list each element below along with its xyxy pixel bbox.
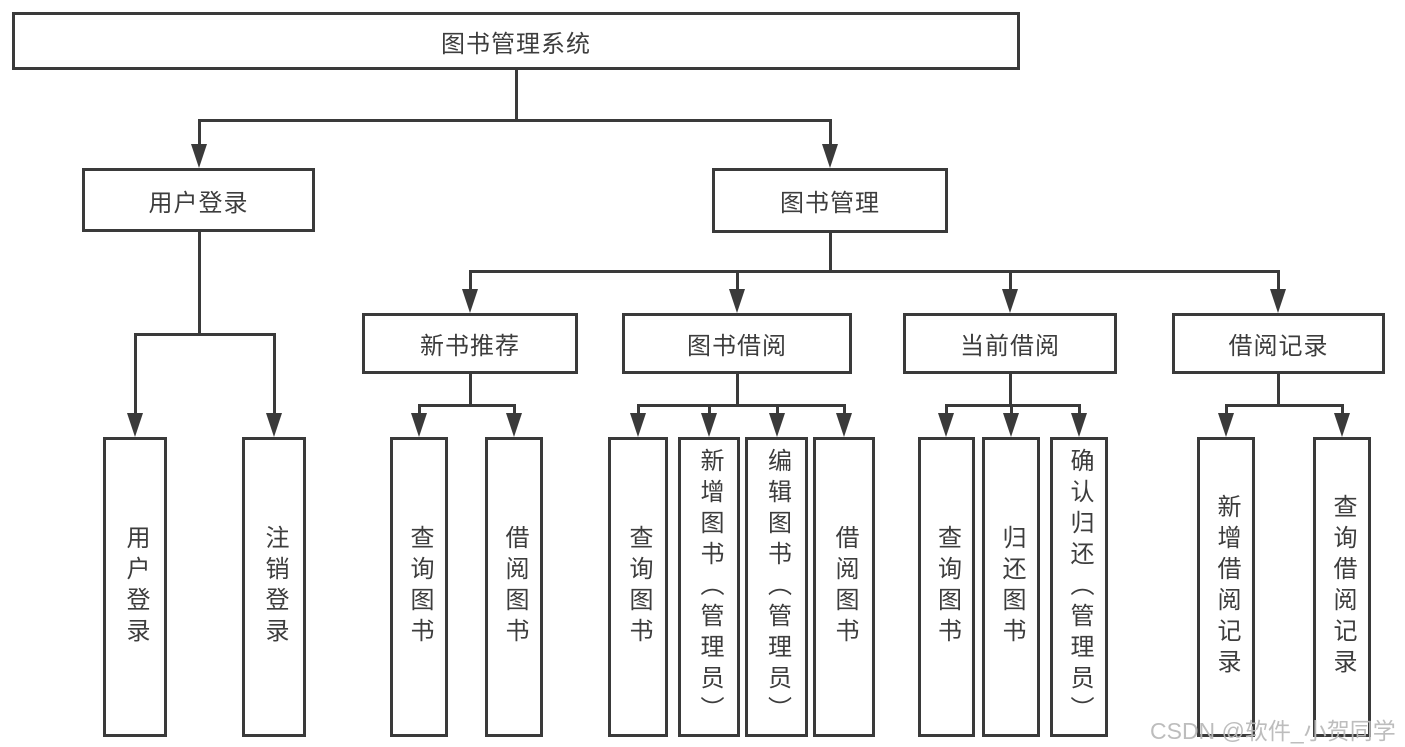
connector-book-borrow-bus bbox=[637, 404, 845, 407]
arrowhead-add-book bbox=[701, 413, 717, 437]
node-current-borrow: 当前借阅 bbox=[903, 313, 1117, 374]
node-user-login: 用户登录 bbox=[82, 168, 315, 232]
leaf-query-borrow-record: 查询借阅记录 bbox=[1313, 437, 1371, 737]
leaf-query-book-2: 查询图书 bbox=[608, 437, 668, 737]
arrowhead-query-record bbox=[1334, 413, 1350, 437]
connector-drop-book-mgmt bbox=[829, 119, 832, 147]
leaf-query-borrow-record-label: 查询借阅记录 bbox=[1329, 494, 1356, 680]
leaf-logout-label: 注销登录 bbox=[261, 525, 288, 649]
leaf-borrow-book-2-label: 借阅图书 bbox=[831, 525, 858, 649]
node-current-borrow-label: 当前借阅 bbox=[960, 333, 1060, 360]
leaf-confirm-return: 确认归还（管理员） bbox=[1050, 437, 1108, 737]
arrowhead-book-borrow bbox=[729, 289, 745, 313]
leaf-edit-book-label: 编辑图书（管理员） bbox=[763, 447, 791, 727]
connector-drop-confirm-return bbox=[1078, 404, 1081, 416]
arrowhead-book-mgmt bbox=[822, 144, 838, 168]
arrowhead-leaf-login bbox=[127, 413, 143, 437]
leaf-add-book: 新增图书（管理员） bbox=[678, 437, 740, 737]
arrowhead-edit-book bbox=[769, 413, 785, 437]
node-book-mgmt-label: 图书管理 bbox=[780, 190, 880, 217]
connector-drop-edit-book bbox=[776, 404, 779, 416]
leaf-borrow-book-1-label: 借阅图书 bbox=[501, 525, 528, 649]
node-root: 图书管理系统 bbox=[12, 12, 1020, 70]
connector-drop-return-book bbox=[1010, 404, 1013, 416]
connector-drop-user-login bbox=[198, 119, 201, 147]
arrowhead-confirm-return bbox=[1071, 413, 1087, 437]
arrowhead-borrow1 bbox=[506, 413, 522, 437]
connector-drop-borrow2 bbox=[843, 404, 846, 416]
node-borrow-records: 借阅记录 bbox=[1172, 313, 1385, 374]
arrowhead-leaf-logout bbox=[266, 413, 282, 437]
connector-user-login-stub bbox=[198, 232, 201, 336]
connector-drop-add-book bbox=[708, 404, 711, 416]
connector-current-borrow-stub bbox=[1009, 374, 1012, 407]
node-new-book-rec: 新书推荐 bbox=[362, 313, 578, 374]
connector-drop-query3 bbox=[945, 404, 948, 416]
arrowhead-new-book bbox=[462, 289, 478, 313]
leaf-edit-book: 编辑图书（管理员） bbox=[745, 437, 808, 737]
arrowhead-return-book bbox=[1003, 413, 1019, 437]
connector-book-borrow-stub bbox=[736, 374, 739, 407]
connector-drop-query2 bbox=[637, 404, 640, 416]
connector-drop-current-borrow bbox=[1009, 270, 1012, 292]
connector-book-mgmt-stub bbox=[829, 233, 832, 272]
connector-book-mgmt-bus bbox=[469, 270, 1280, 273]
leaf-query-book-2-label: 查询图书 bbox=[625, 525, 652, 649]
leaf-query-book-3-label: 查询图书 bbox=[933, 525, 961, 649]
leaf-return-book: 归还图书 bbox=[982, 437, 1040, 737]
node-book-borrow-label: 图书借阅 bbox=[687, 333, 787, 360]
node-root-label: 图书管理系统 bbox=[441, 30, 591, 58]
arrowhead-query3 bbox=[938, 413, 954, 437]
leaf-logout: 注销登录 bbox=[242, 437, 306, 737]
arrowhead-current-borrow bbox=[1002, 289, 1018, 313]
node-book-borrow: 图书借阅 bbox=[622, 313, 852, 374]
leaf-query-book-1: 查询图书 bbox=[390, 437, 448, 737]
arrowhead-add-record bbox=[1218, 413, 1234, 437]
node-book-mgmt: 图书管理 bbox=[712, 168, 948, 233]
arrowhead-borrow-records bbox=[1270, 289, 1286, 313]
leaf-add-borrow-record-label: 新增借阅记录 bbox=[1213, 494, 1240, 680]
connector-drop-borrow1 bbox=[513, 404, 516, 416]
connector-drop-book-borrow bbox=[736, 270, 739, 292]
connector-drop-borrow-records bbox=[1277, 270, 1280, 292]
connector-new-book-bus bbox=[418, 404, 516, 407]
arrowhead-user-login bbox=[191, 144, 207, 168]
arrowhead-query2 bbox=[630, 413, 646, 437]
connector-drop-new-book bbox=[469, 270, 472, 292]
leaf-query-book-1-label: 查询图书 bbox=[406, 525, 433, 649]
node-new-book-rec-label: 新书推荐 bbox=[420, 333, 520, 360]
connector-new-book-stub bbox=[469, 374, 472, 407]
connector-root-stub bbox=[515, 70, 518, 121]
connector-borrow-records-stub bbox=[1277, 374, 1280, 407]
leaf-user-login-label: 用户登录 bbox=[122, 525, 149, 649]
connector-root-bus bbox=[198, 119, 832, 122]
node-user-login-label: 用户登录 bbox=[148, 189, 249, 217]
node-borrow-records-label: 借阅记录 bbox=[1228, 333, 1329, 360]
leaf-add-borrow-record: 新增借阅记录 bbox=[1197, 437, 1255, 737]
connector-drop-query1 bbox=[418, 404, 421, 416]
connector-user-login-bus bbox=[134, 333, 275, 336]
arrowhead-borrow2 bbox=[836, 413, 852, 437]
leaf-borrow-book-1: 借阅图书 bbox=[485, 437, 543, 737]
connector-drop-add-record bbox=[1225, 404, 1228, 416]
connector-drop-leaf-login bbox=[134, 333, 137, 415]
connector-drop-leaf-logout bbox=[273, 333, 276, 415]
connector-drop-query-record bbox=[1341, 404, 1344, 416]
leaf-return-book-label: 归还图书 bbox=[998, 525, 1025, 649]
leaf-add-book-label: 新增图书（管理员） bbox=[696, 447, 723, 727]
arrowhead-query1 bbox=[411, 413, 427, 437]
leaf-borrow-book-2: 借阅图书 bbox=[813, 437, 875, 737]
csdn-watermark: CSDN @软件_小贺同学 bbox=[1150, 718, 1396, 744]
leaf-confirm-return-label: 确认归还（管理员） bbox=[1066, 447, 1093, 727]
connector-borrow-records-bus bbox=[1225, 404, 1343, 407]
leaf-query-book-3: 查询图书 bbox=[918, 437, 975, 737]
leaf-user-login: 用户登录 bbox=[103, 437, 167, 737]
